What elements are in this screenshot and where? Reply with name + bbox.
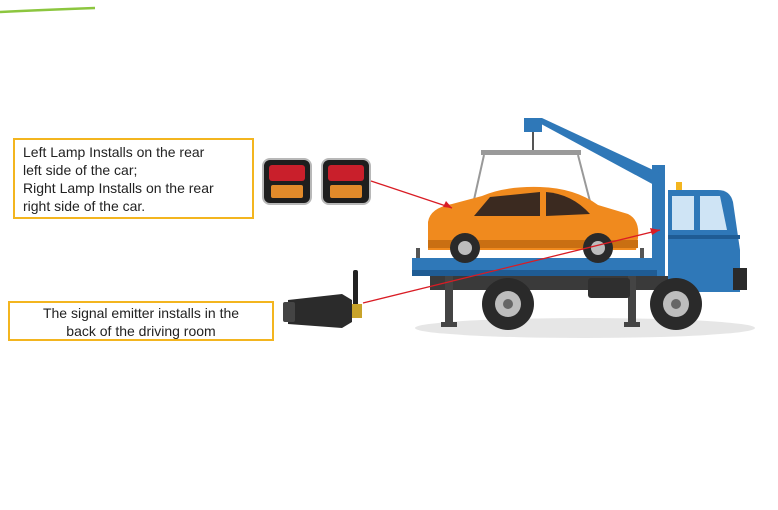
arrow-head [443,201,452,208]
signal-emitter-icon [283,270,362,328]
emitter-installation-callout: The signal emitter installs in the back … [8,301,274,341]
callout-line: right side of the car. [23,198,146,214]
emitter-pointer-arrow [362,229,661,304]
callout-line: Right Lamp Installs on the rear [23,180,214,196]
ground-shadow [415,318,755,338]
lamp-installation-callout: Left Lamp Installs on the rear left side… [13,138,254,219]
callout-line: back of the driving room [66,323,216,339]
arrow-head [650,228,660,235]
trailer-lamp-icon [321,158,371,205]
callout-line: Left Lamp Installs on the rear [23,144,205,160]
callout-line: The signal emitter installs in the [42,305,240,321]
callout-line: left side of the car; [23,162,138,178]
tow-truck-icon [412,118,747,330]
accent-line [0,6,96,14]
lamp-pointer-arrow [370,180,453,209]
car-icon [428,186,639,263]
trailer-lamp-icon [262,158,312,205]
